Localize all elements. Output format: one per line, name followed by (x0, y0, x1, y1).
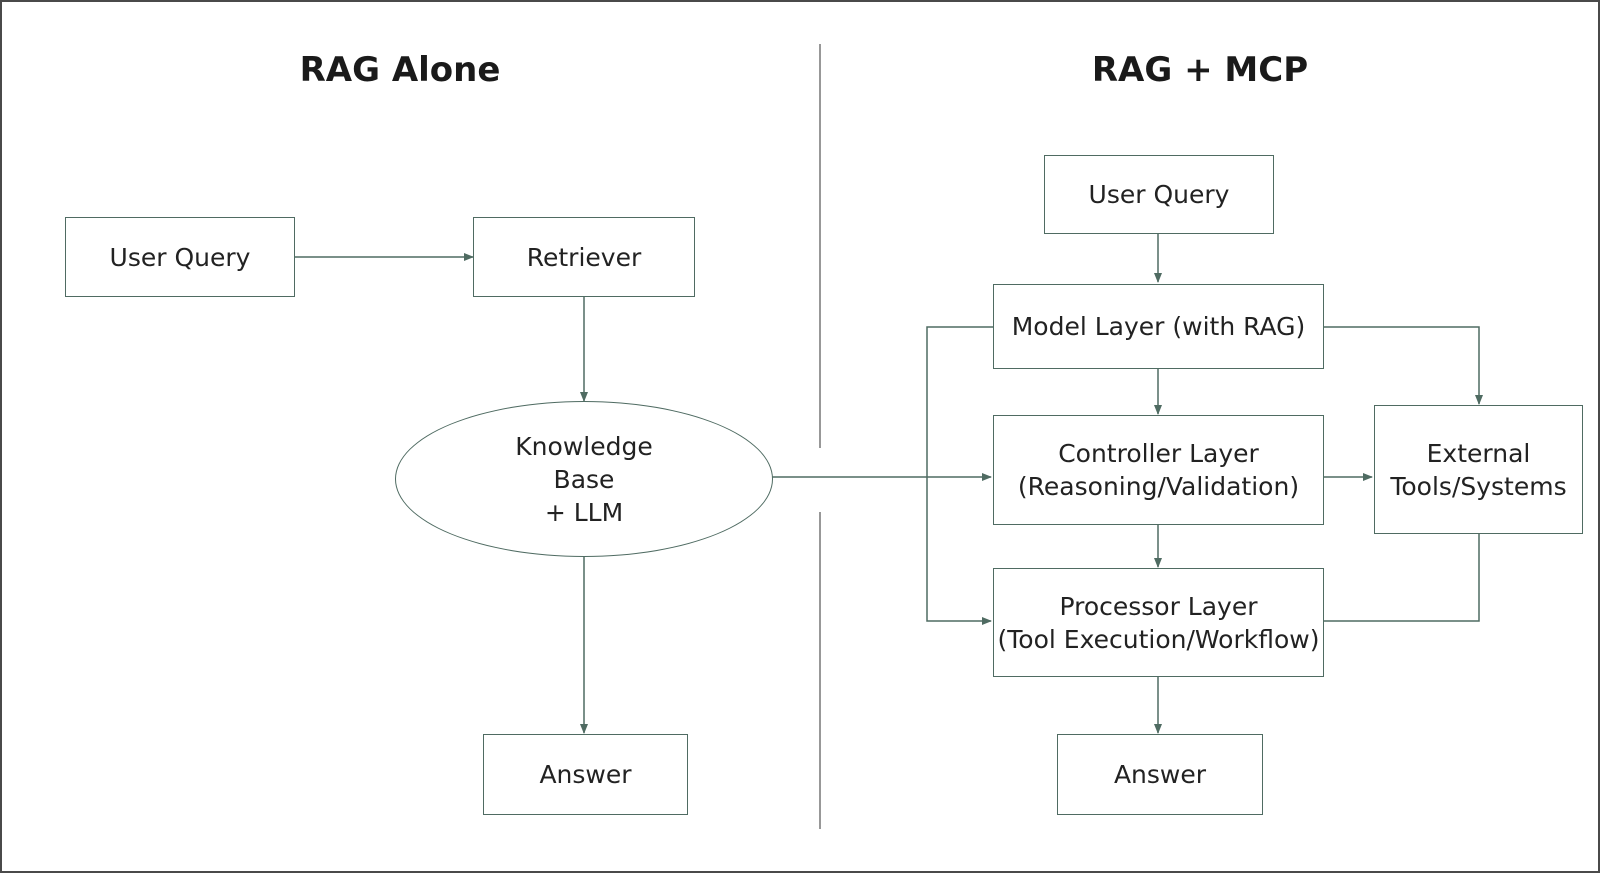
retriever-node: Retriever (473, 217, 695, 297)
right-user-query-node: User Query (1044, 155, 1274, 234)
line-external-to-processor (1324, 534, 1480, 622)
left-answer-node: Answer (483, 734, 688, 815)
model-layer-node: Model Layer (with RAG) (993, 284, 1324, 369)
arrow-model-to-processor-loop (926, 326, 993, 625)
arrow-model-to-external (1324, 326, 1483, 405)
knowledge-base-llm-node: Knowledge Base + LLM (395, 401, 773, 557)
right-answer-node: Answer (1057, 734, 1263, 815)
left-user-query-node: User Query (65, 217, 295, 297)
processor-layer-node: Processor Layer (Tool Execution/Workflow… (993, 568, 1324, 677)
left-panel-title: RAG Alone (299, 50, 501, 90)
controller-layer-node: Controller Layer (Reasoning/Validation) (993, 415, 1324, 525)
right-panel-title: RAG + MCP (1091, 50, 1309, 90)
external-tools-node: External Tools/Systems (1374, 405, 1583, 534)
